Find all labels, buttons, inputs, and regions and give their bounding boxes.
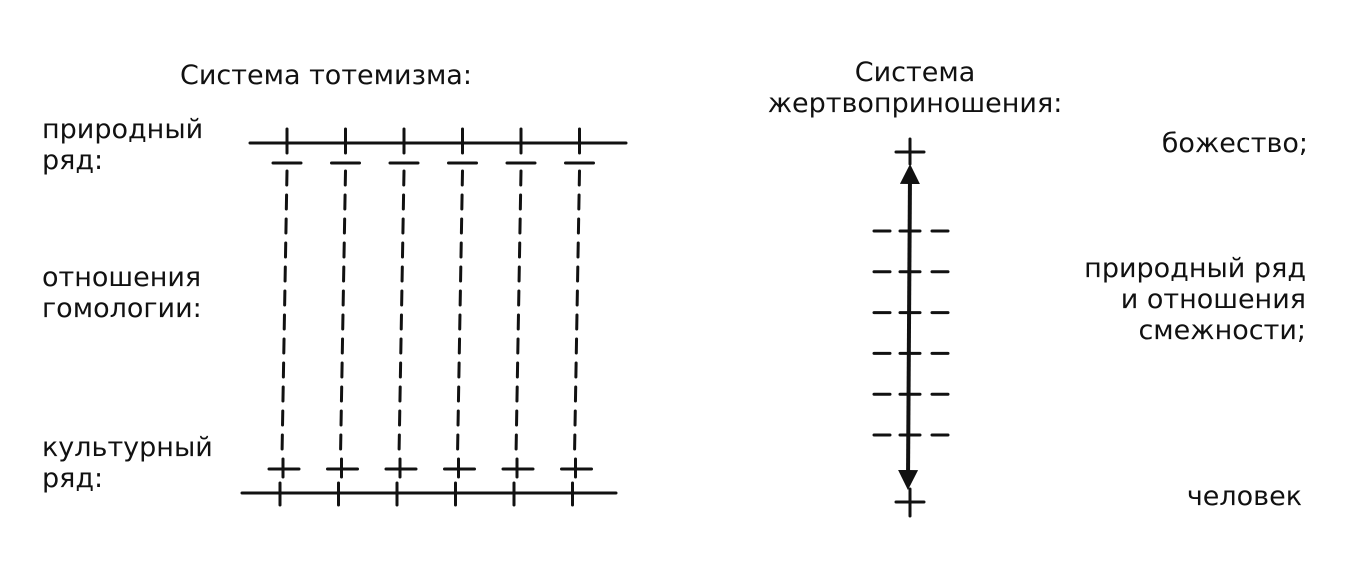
homology-pair [267,127,303,507]
homology-dashed-line [280,169,289,457]
sacrifice-title: Система жертвоприношения: [740,57,1090,119]
mediation-double-arrow [898,164,920,490]
totemism-title: Система тотемизма: [180,60,472,91]
homology-pair [501,127,537,507]
sacrifice-diagram [872,137,950,518]
homology-pair [443,127,478,507]
cultural-series-label-line2: ряд: [42,463,104,494]
homology-relations-label-line1: отношения [42,262,202,293]
totemism-diagram [240,127,628,507]
natural-series-label-line2: ряд: [42,145,104,176]
natural-series-label: природный ряд: [42,114,203,176]
homology-relations-label: отношения гомологии: [42,262,202,324]
homology-relations-label-line2: гомологии: [42,293,202,324]
homology-dashed-line [456,169,464,457]
homology-dashed-line [397,169,406,457]
homology-dashed-line [573,169,581,457]
cultural-series-label: культурный ряд: [42,432,213,494]
homology-pair [560,127,595,507]
homology-dashed-line [339,169,347,457]
homology-pair [384,127,420,507]
human-label: человек [1186,481,1302,512]
deity-label: божество; [1161,128,1308,159]
natural-series-contiguity-label: природный ряд и отношения смежности; [1084,253,1306,346]
cultural-series-label-line1: культурный [42,432,213,463]
contiguity-label-line2: и отношения [1120,284,1306,315]
contiguity-label-line3: смежности; [1138,315,1306,346]
natural-series-label-line1: природный [42,114,204,145]
sacrifice-title-line2: жертвоприношения: [767,88,1063,119]
sacrifice-title-line1: Система [854,57,976,88]
homology-dashed-line [514,169,523,457]
homology-pair [326,127,361,507]
contiguity-label-line1: природный ряд [1084,253,1306,284]
